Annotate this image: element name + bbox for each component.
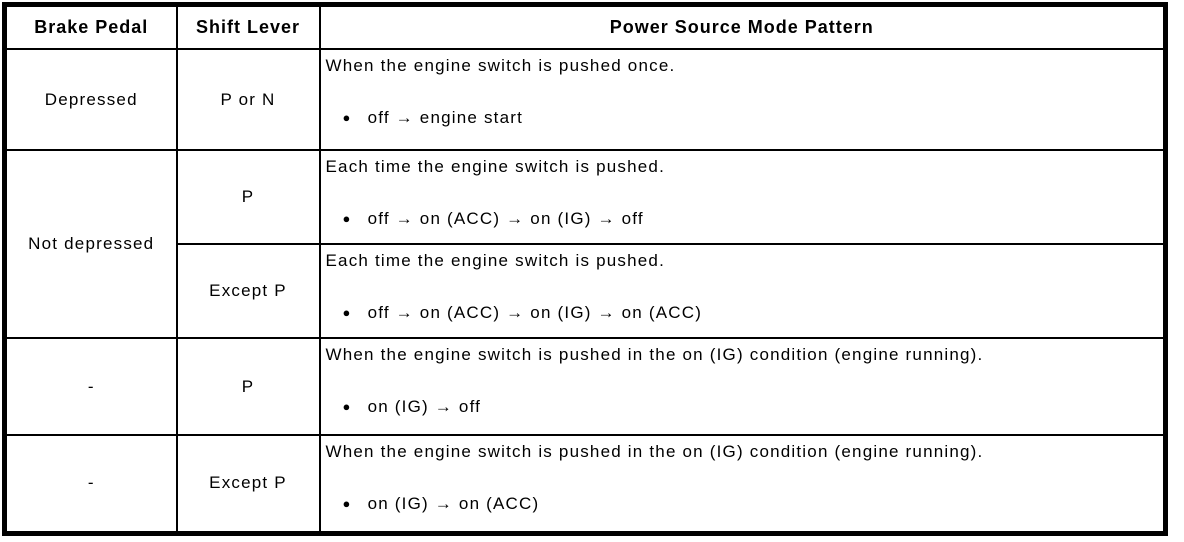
pattern-bullet-text: off → engine start [367,107,524,127]
cell-pattern: Each time the engine switch is pushed. ●… [318,149,1167,245]
pattern-bullet-text: off → on (ACC) → on (IG) → off [367,209,644,229]
bullet-icon: ● [342,495,352,511]
cell-pattern: Each time the engine switch is pushed. ●… [318,242,1167,340]
cell-brake-pedal: Not depressed [3,149,178,340]
bullet-icon: ● [342,399,352,415]
pattern-bullet-line: ● on (IG) → on (ACC) [343,493,1160,515]
bullet-icon: ● [342,211,352,227]
power-source-mode-table: Brake Pedal Shift Lever Power Source Mod… [2,2,1168,536]
pattern-description: Each time the engine switch is pushed. [325,250,665,270]
table-row: Depressed P or N When the engine switch … [3,47,1167,152]
pattern-description: When the engine switch is pushed in the … [325,441,984,461]
header-brake-pedal: Brake Pedal [3,3,178,50]
table-row: Not depressed P Each time the engine swi… [3,149,1167,340]
pattern-bullet-line: ● on (IG) → off [343,396,1160,418]
cell-pattern: When the engine switch is pushed in the … [318,337,1167,436]
cell-shift-lever: Except P [175,433,321,535]
pattern-description: When the engine switch is pushed in the … [325,345,984,365]
pattern-bullet-text: on (IG) → off [367,397,482,417]
cell-shift-lever: P [175,337,321,436]
cell-brake-pedal: - [3,337,178,436]
cell-shift-lever: Except P [175,242,321,340]
table-header-row: Brake Pedal Shift Lever Power Source Mod… [3,3,1167,50]
pattern-bullet-line: ● off → on (ACC) → on (IG) → on (ACC) [343,302,1160,324]
cell-shift-lever: P [175,149,321,245]
table-row: - P When the engine switch is pushed in … [3,337,1167,436]
table-row: - Except P When the engine switch is pus… [3,433,1167,535]
cell-shift-lever: P or N [175,47,321,152]
cell-pattern: When the engine switch is pushed in the … [318,433,1167,535]
header-power-source-mode-pattern: Power Source Mode Pattern [318,3,1167,50]
pattern-bullet-text: off → on (ACC) → on (IG) → on (ACC) [367,302,703,322]
bullet-icon: ● [342,109,352,125]
bullet-icon: ● [342,304,352,320]
pattern-bullet-text: on (IG) → on (ACC) [367,493,540,513]
pattern-bullet-line: ● off → engine start [343,107,1160,129]
pattern-description: Each time the engine switch is pushed. [325,157,665,177]
pattern-description: When the engine switch is pushed once. [325,55,676,75]
cell-brake-pedal: Depressed [3,47,178,152]
pattern-bullet-line: ● off → on (ACC) → on (IG) → off [343,208,1160,230]
table-row: Except P Each time the engine switch is … [5,242,1167,340]
cell-brake-pedal: - [3,433,178,535]
cell-pattern: When the engine switch is pushed once. ●… [318,47,1167,152]
header-shift-lever: Shift Lever [175,3,321,50]
